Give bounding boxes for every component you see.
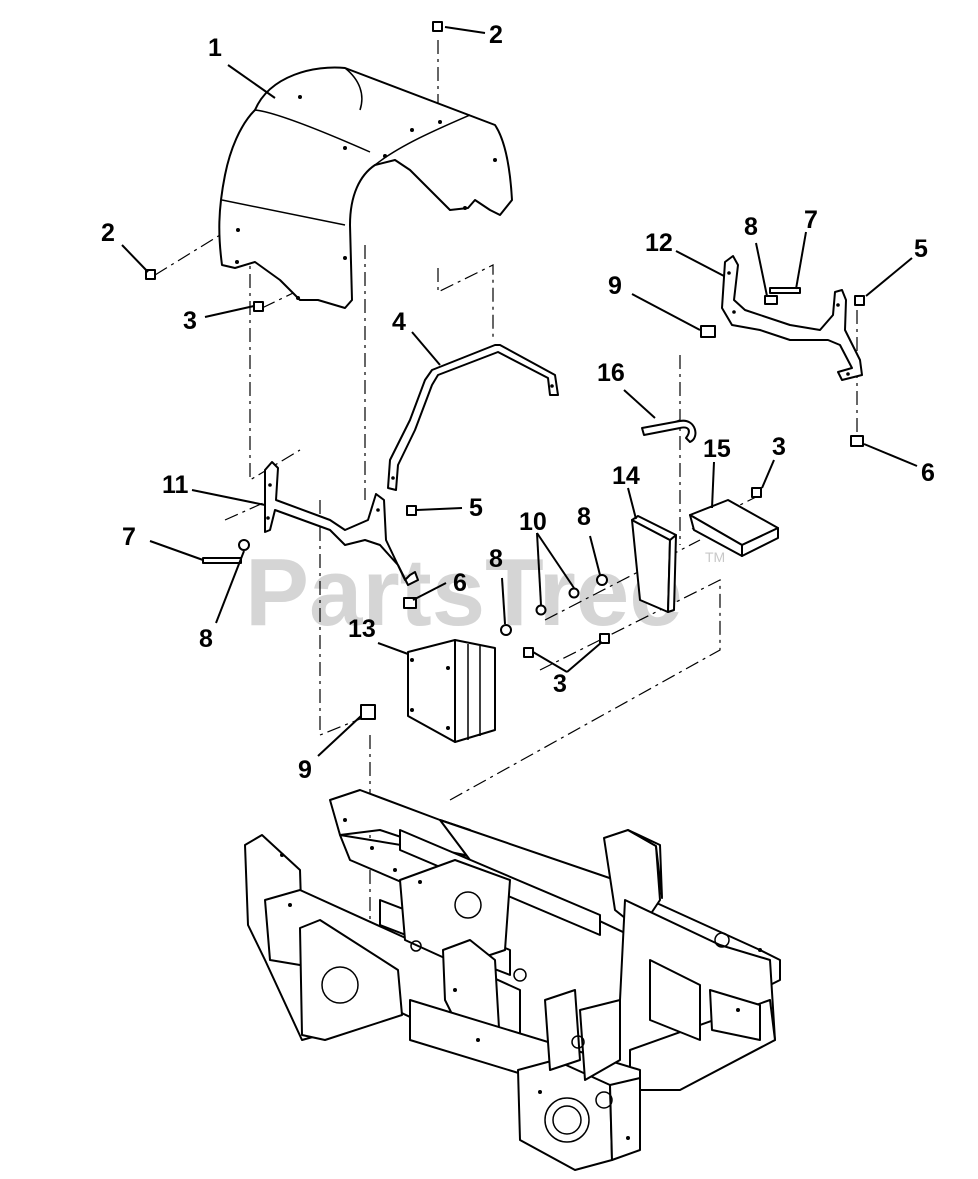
callout-3: 3 [772,433,786,461]
callout-3: 3 [183,307,197,335]
watermark-text: PartsTree [245,539,683,646]
callout-6: 6 [453,569,467,597]
part-13-module [407,639,496,743]
part-11-support-bracket [264,461,419,586]
callout-5: 5 [469,494,483,522]
callout-8: 8 [489,545,503,573]
callout-1: 1 [208,34,222,62]
callout-14: 14 [612,462,640,490]
callout-16: 16 [597,359,625,387]
part-1-fender-shroud [218,66,513,309]
callout-labels: 1 2 2 3 3 3 4 5 5 6 6 7 7 8 8 8 8 9 9 10… [101,21,935,784]
callout-2: 2 [101,219,115,247]
callout-4: 4 [392,308,406,336]
part-4-bracket [387,344,559,491]
callout-7: 7 [804,206,818,234]
callout-8: 8 [199,625,213,653]
callout-15: 15 [703,435,731,463]
part-12-support-bracket [721,255,863,381]
callout-9: 9 [608,272,622,300]
chassis-frame [244,789,781,1171]
watermark-tm: TM [705,549,725,565]
part-15-bracket [689,499,779,557]
callout-8: 8 [744,213,758,241]
part-16-clamp [641,419,697,443]
callout-3: 3 [553,670,567,698]
callout-13: 13 [348,615,376,643]
callout-2: 2 [489,21,503,49]
callout-8: 8 [577,503,591,531]
callout-5: 5 [914,235,928,263]
callout-9: 9 [298,756,312,784]
callout-11: 11 [162,471,189,499]
callout-10: 10 [519,508,547,536]
leader-lines [121,26,918,757]
callout-6: 6 [921,459,935,487]
callout-12: 12 [645,229,673,257]
hardware [145,21,865,720]
callout-7: 7 [122,523,136,551]
